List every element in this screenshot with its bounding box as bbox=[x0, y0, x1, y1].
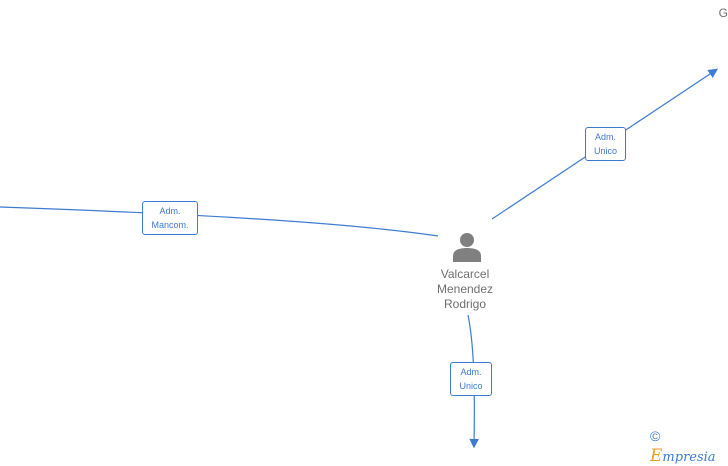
offscreen-node-label[interactable]: G bbox=[718, 6, 728, 20]
brand-logo: © Empresia bbox=[650, 428, 728, 466]
person-name-line: Menendez bbox=[436, 282, 494, 296]
person-name-line: Rodrigo bbox=[443, 297, 487, 311]
copyright-symbol: © bbox=[650, 428, 661, 444]
edge-label-top-right[interactable]: Adm. Unico bbox=[585, 127, 626, 161]
person-icon[interactable] bbox=[453, 232, 481, 262]
brand-name: mpresia bbox=[662, 450, 716, 465]
edge-label-line: Adm. bbox=[159, 206, 181, 216]
person-name[interactable]: Valcarcel Menendez Rodrigo bbox=[414, 267, 516, 312]
edge-label-left[interactable]: Adm. Mancom. bbox=[142, 201, 198, 235]
relationship-edges bbox=[0, 68, 718, 449]
edge-label-line: Mancom. bbox=[151, 220, 189, 230]
edge-label-line: Unico bbox=[593, 146, 617, 156]
edge-label-line: Adm. bbox=[460, 367, 482, 377]
edge-label-line: Adm. bbox=[594, 132, 616, 142]
person-name-line: Valcarcel bbox=[440, 267, 490, 281]
edge-label-line: Unico bbox=[459, 381, 483, 391]
brand-initial: E bbox=[650, 446, 663, 466]
edge-label-bottom[interactable]: Adm. Unico bbox=[450, 362, 492, 396]
edge-line-left bbox=[0, 206, 439, 237]
